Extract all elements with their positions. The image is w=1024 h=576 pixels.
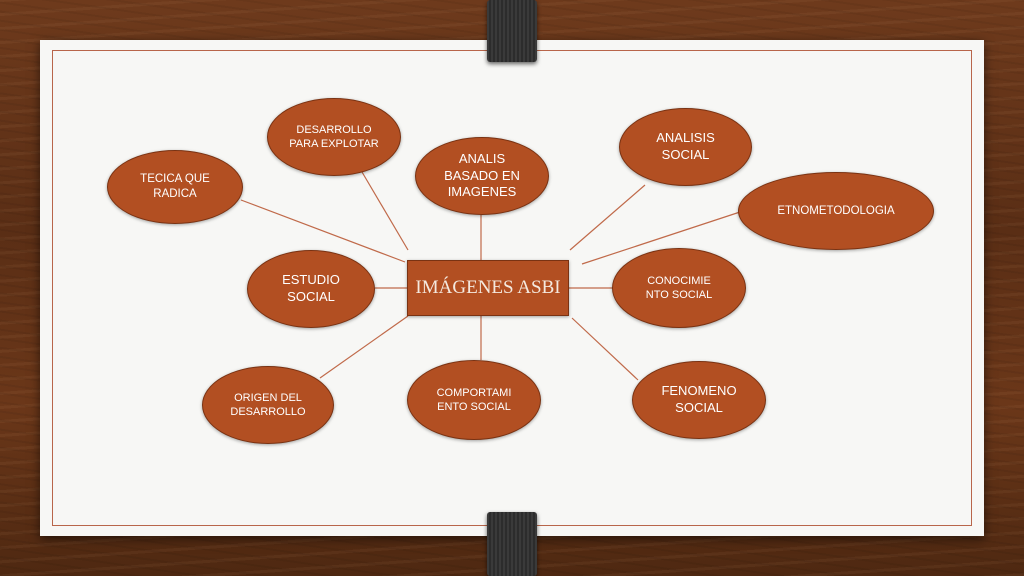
binder-clip-bottom (487, 512, 537, 576)
node-comportamiento-social: COMPORTAMI ENTO SOCIAL (407, 360, 541, 440)
connector-tecica (240, 199, 406, 263)
connector-desarrollo (361, 171, 409, 251)
center-node: IMÁGENES ASBI (407, 260, 569, 316)
node-origen-del-desarrollo: ORIGEN DEL DESARROLLO (202, 366, 334, 444)
node-label: CONOCIMIE NTO SOCIAL (645, 274, 713, 301)
node-conocimiento-social: CONOCIMIE NTO SOCIAL (612, 248, 746, 328)
node-tecica-que-radica: TECICA QUE RADICA (107, 150, 243, 224)
node-fenomeno-social: FENOMENO SOCIAL (632, 361, 766, 439)
node-label: ANALISIS SOCIAL (656, 130, 715, 162)
node-label: TECICA QUE RADICA (140, 173, 210, 200)
node-label: ANALIS BASADO EN IMAGENES (444, 150, 520, 200)
node-analis-basado-en-imagenes: ANALIS BASADO EN IMAGENES (415, 137, 549, 215)
node-etnometodologia: ETNOMETODOLOGIA (738, 172, 934, 250)
node-label: COMPORTAMI ENTO SOCIAL (436, 386, 512, 413)
node-estudio-social: ESTUDIO SOCIAL (247, 250, 375, 328)
node-label: ORIGEN DEL DESARROLLO (230, 391, 306, 418)
connector-etnometodologia (581, 211, 741, 265)
node-desarrollo-para-explotar: DESARROLLO PARA EXPLOTAR (267, 98, 401, 176)
connector-analisis-social (569, 184, 646, 251)
node-label: FENOMENO SOCIAL (661, 383, 737, 415)
connector-fenomeno (571, 317, 639, 381)
binder-clip-top (487, 0, 537, 62)
node-analisis-social: ANALISIS SOCIAL (619, 108, 752, 186)
node-label: ESTUDIO SOCIAL (282, 272, 340, 304)
node-label: DESARROLLO PARA EXPLOTAR (289, 123, 379, 150)
center-label: IMÁGENES ASBI (415, 277, 561, 298)
node-label: ETNOMETODOLOGIA (777, 204, 895, 217)
connector-origen (319, 315, 409, 379)
